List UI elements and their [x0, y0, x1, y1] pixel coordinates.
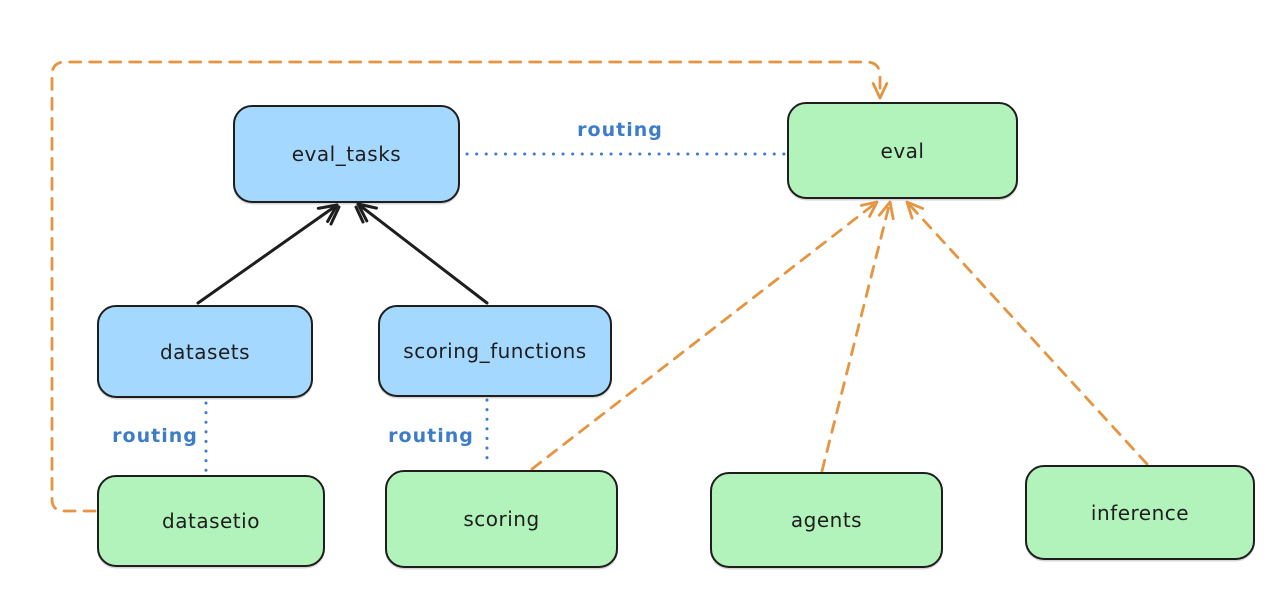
node-scoring-functions-label: scoring_functions — [403, 339, 587, 363]
node-datasetio-label: datasetio — [162, 509, 260, 533]
edge-label-routing-eval-tasks-eval: routing — [577, 119, 663, 141]
edge-agents-to-eval-dashed — [820, 200, 892, 473]
node-agents[interactable]: agents — [710, 472, 943, 568]
edge-scoring-functions-to-eval-tasks-arrowhead-sketch — [354, 205, 365, 224]
node-scoring[interactable]: scoring — [385, 470, 618, 568]
node-inference-label: inference — [1090, 500, 1190, 525]
node-datasets-label: datasets — [159, 339, 251, 364]
node-scoring-label: scoring — [463, 507, 540, 531]
edge-inference-to-eval-dashed — [905, 200, 1149, 466]
node-eval-tasks[interactable]: eval_tasks — [233, 105, 460, 203]
node-eval-label: eval — [880, 138, 925, 163]
node-inference[interactable]: inference — [1025, 465, 1255, 560]
node-datasetio[interactable]: datasetio — [97, 475, 325, 567]
edge-scoring-functions-to-eval-tasks-arrowhead — [356, 202, 378, 223]
node-datasets[interactable]: datasets — [97, 305, 313, 398]
edge-label-routing-scoring-functions-scoring: routing — [388, 425, 474, 447]
edge-scoring-to-eval-dashed — [530, 200, 879, 471]
edge-datasets-to-eval-tasks — [196, 203, 339, 305]
edge-inference-to-eval-arrowhead — [905, 200, 925, 220]
edge-scoring-to-eval-arrowhead — [860, 200, 879, 218]
edge-datasets-to-eval-tasks-arrowhead — [316, 203, 339, 223]
edge-label-routing-datasets-datasetio: routing — [112, 425, 198, 447]
edge-datasetio-to-eval-dashed — [50, 60, 882, 513]
edge-datasets-to-eval-tasks-arrowhead-sketch — [329, 205, 341, 226]
node-eval-tasks-label: eval_tasks — [291, 142, 402, 166]
edge-agents-to-eval-arrowhead — [877, 200, 895, 221]
node-eval[interactable]: eval — [787, 102, 1018, 199]
edge-datasetio-to-eval-arrowhead — [871, 82, 889, 100]
edge-scoring-functions-to-eval-tasks — [356, 202, 489, 305]
node-agents-label: agents — [790, 508, 863, 532]
node-scoring-functions[interactable]: scoring_functions — [378, 305, 612, 397]
